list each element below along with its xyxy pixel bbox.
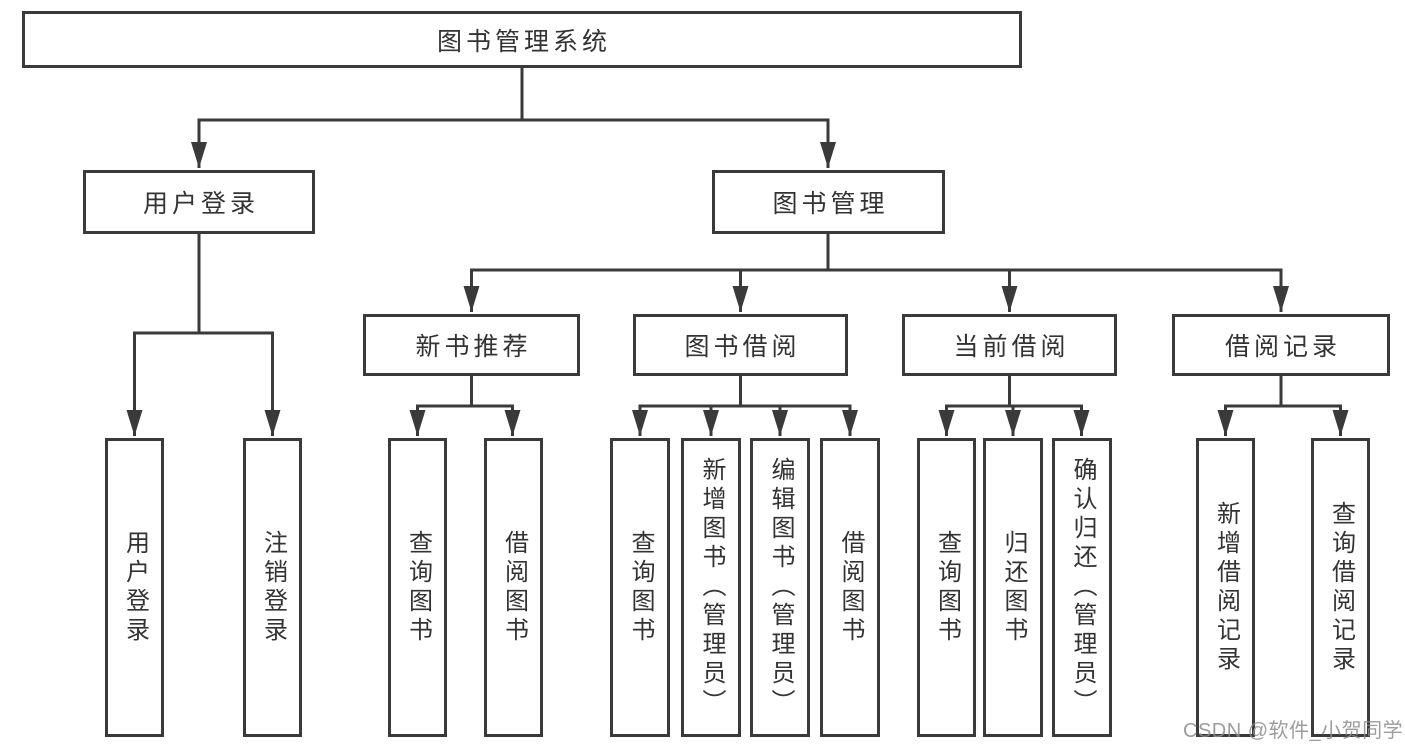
node-label: 用户登录 bbox=[142, 190, 259, 218]
leaf-return-book: 归还图书 bbox=[983, 438, 1043, 737]
leaf-add-book-admin: 新增图书（管理员） bbox=[681, 438, 741, 737]
node-label: 新增借阅记录 bbox=[1212, 500, 1240, 675]
node-label: 图书借阅 bbox=[684, 333, 801, 361]
node-label: 编辑图书（管理员） bbox=[766, 457, 794, 718]
node-label: 查询图书 bbox=[626, 529, 654, 646]
node-label: 注销登录 bbox=[259, 529, 287, 646]
node-book-borrow: 图书借阅 bbox=[633, 314, 848, 376]
node-label: 借阅图书 bbox=[836, 529, 864, 646]
node-root: 图书管理系统 bbox=[22, 11, 1022, 68]
leaf-confirm-return-admin: 确认归还（管理员） bbox=[1052, 438, 1112, 737]
node-user-login: 用户登录 bbox=[83, 170, 315, 234]
node-label: 用户登录 bbox=[121, 529, 149, 646]
node-current-borrow: 当前借阅 bbox=[902, 314, 1117, 376]
node-label: 图书管理系统 bbox=[436, 27, 611, 56]
arrowheads bbox=[126, 120, 1349, 436]
node-label: 当前借阅 bbox=[953, 333, 1070, 361]
connector-spines bbox=[133, 68, 1342, 408]
leaf-query-books-recommend: 查询图书 bbox=[388, 438, 447, 737]
node-label: 查询图书 bbox=[933, 529, 961, 646]
watermark: CSDN @软件_小贺同学 bbox=[1183, 720, 1404, 742]
node-label: 归还图书 bbox=[999, 529, 1027, 646]
leaf-user-login: 用户登录 bbox=[105, 438, 164, 737]
leaf-query-borrow-record: 查询借阅记录 bbox=[1311, 438, 1370, 737]
node-label: 确认归还（管理员） bbox=[1068, 457, 1096, 718]
leaf-query-books-borrow: 查询图书 bbox=[610, 438, 670, 737]
leaf-logout: 注销登录 bbox=[243, 438, 302, 737]
leaf-borrow-books-recommend: 借阅图书 bbox=[484, 438, 543, 737]
leaf-edit-book-admin: 编辑图书（管理员） bbox=[750, 438, 810, 737]
node-label: 图书管理 bbox=[772, 190, 889, 218]
node-label: 借阅记录 bbox=[1224, 333, 1341, 361]
leaf-query-books-current: 查询图书 bbox=[917, 438, 976, 737]
node-label: 借阅图书 bbox=[500, 529, 528, 646]
node-new-book-recommend: 新书推荐 bbox=[363, 314, 580, 376]
leaf-add-borrow-record: 新增借阅记录 bbox=[1196, 438, 1255, 737]
node-label: 新书推荐 bbox=[415, 333, 532, 361]
node-book-management: 图书管理 bbox=[712, 170, 945, 234]
node-label: 新增图书（管理员） bbox=[697, 457, 725, 718]
leaf-borrow-books: 借阅图书 bbox=[820, 438, 880, 737]
node-label: 查询借阅记录 bbox=[1327, 500, 1355, 675]
node-borrow-records: 借阅记录 bbox=[1172, 314, 1390, 376]
node-label: 查询图书 bbox=[404, 529, 432, 646]
